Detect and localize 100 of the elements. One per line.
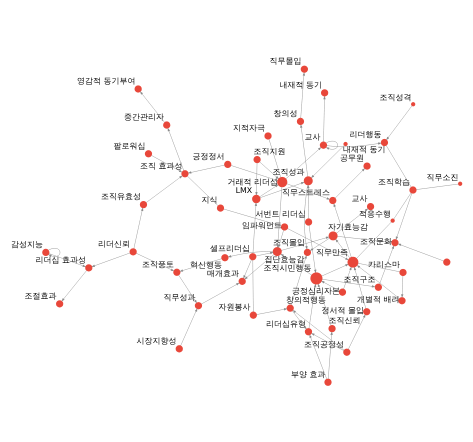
- arrow: [228, 250, 274, 257]
- arrow: [151, 154, 182, 172]
- node-circle: [134, 84, 142, 92]
- arrow: [354, 266, 366, 308]
- arrow: [398, 243, 444, 261]
- arrow: [322, 264, 348, 276]
- arrow: [224, 208, 282, 226]
- connector: [187, 176, 218, 206]
- arrow: [230, 164, 278, 180]
- node-circle: [398, 296, 406, 304]
- arrow: [180, 308, 198, 346]
- arrow: [386, 104, 412, 140]
- arrow: [309, 334, 327, 379]
- node-circle: [363, 308, 370, 315]
- node-circle: [221, 254, 229, 261]
- node-circle: [56, 300, 64, 307]
- arrow: [62, 270, 87, 301]
- arrow: [379, 245, 394, 284]
- node-circle: [304, 328, 312, 335]
- arrow: [287, 228, 348, 260]
- connector: [394, 192, 412, 219]
- node-circle: [140, 200, 148, 208]
- node-circle: [443, 258, 450, 266]
- arrow: [300, 124, 308, 176]
- arrow: [326, 142, 382, 147]
- arrow: [311, 144, 344, 178]
- node-circle: [85, 264, 92, 271]
- arrow: [134, 207, 144, 248]
- arrow: [321, 280, 340, 290]
- node-circle: [272, 246, 282, 256]
- arrow: [308, 224, 316, 272]
- arrow: [201, 282, 240, 304]
- arrow: [259, 161, 279, 179]
- arrow: [48, 248, 60, 256]
- connector: [358, 262, 400, 272]
- node-circle: [194, 302, 202, 309]
- node-circle: [328, 230, 338, 240]
- node-circle: [304, 218, 312, 226]
- arrow: [336, 208, 368, 233]
- node-circle: [304, 248, 312, 256]
- node-circle: [348, 256, 358, 268]
- node-circle: [343, 141, 348, 146]
- arrow: [278, 229, 284, 248]
- node-circle: [320, 141, 328, 148]
- arrow: [343, 266, 352, 289]
- node-circle: [324, 378, 332, 386]
- node-circle: [238, 277, 246, 284]
- arrow: [256, 308, 288, 314]
- arrow: [323, 96, 326, 142]
- arrow: [276, 186, 282, 248]
- arrow: [401, 275, 404, 297]
- arrow: [322, 278, 375, 287]
- node-circle: [304, 176, 313, 185]
- arrow: [259, 184, 278, 197]
- node-circle: [300, 65, 308, 72]
- arrow: [286, 146, 322, 178]
- node-circle: [409, 186, 417, 194]
- node-circle: [296, 117, 304, 125]
- node-circle: [363, 162, 371, 170]
- arrow: [286, 183, 330, 200]
- arrow: [304, 184, 308, 249]
- arrow: [396, 192, 412, 240]
- arrow: [334, 203, 352, 257]
- node-circle: [390, 218, 395, 222]
- node-circle: [399, 268, 407, 276]
- node-circle: [411, 102, 416, 106]
- arrow: [308, 284, 316, 328]
- arrow: [136, 252, 174, 271]
- arrow: [168, 128, 184, 170]
- connector: [268, 138, 281, 177]
- arrow: [335, 168, 365, 198]
- arrow: [311, 332, 344, 350]
- node-circle: [277, 176, 288, 187]
- arrow: [252, 202, 258, 253]
- arrow: [348, 314, 366, 349]
- arrow: [260, 182, 304, 198]
- node-circle: [329, 196, 336, 204]
- arrow: [281, 236, 330, 250]
- node-circle: [391, 238, 399, 246]
- node-circle: [374, 283, 382, 290]
- node-circle: [380, 138, 388, 146]
- node-circle: [366, 202, 374, 210]
- arrow: [178, 274, 197, 303]
- node-circle: [250, 311, 257, 318]
- node-circle: [264, 132, 272, 140]
- node-circle: [224, 160, 232, 168]
- arrow: [255, 162, 258, 195]
- arrow: [300, 72, 306, 118]
- connector: [386, 144, 412, 187]
- connector: [252, 259, 254, 312]
- node-circle: [163, 120, 170, 128]
- node-circle: [42, 248, 50, 256]
- node-circle: [321, 88, 328, 96]
- arrow: [48, 252, 86, 266]
- node-circle: [280, 222, 288, 230]
- node-circle: [173, 268, 180, 276]
- arrow: [318, 283, 332, 326]
- arrow: [337, 236, 392, 243]
- arrow: [92, 252, 130, 266]
- node-circle: [181, 170, 189, 177]
